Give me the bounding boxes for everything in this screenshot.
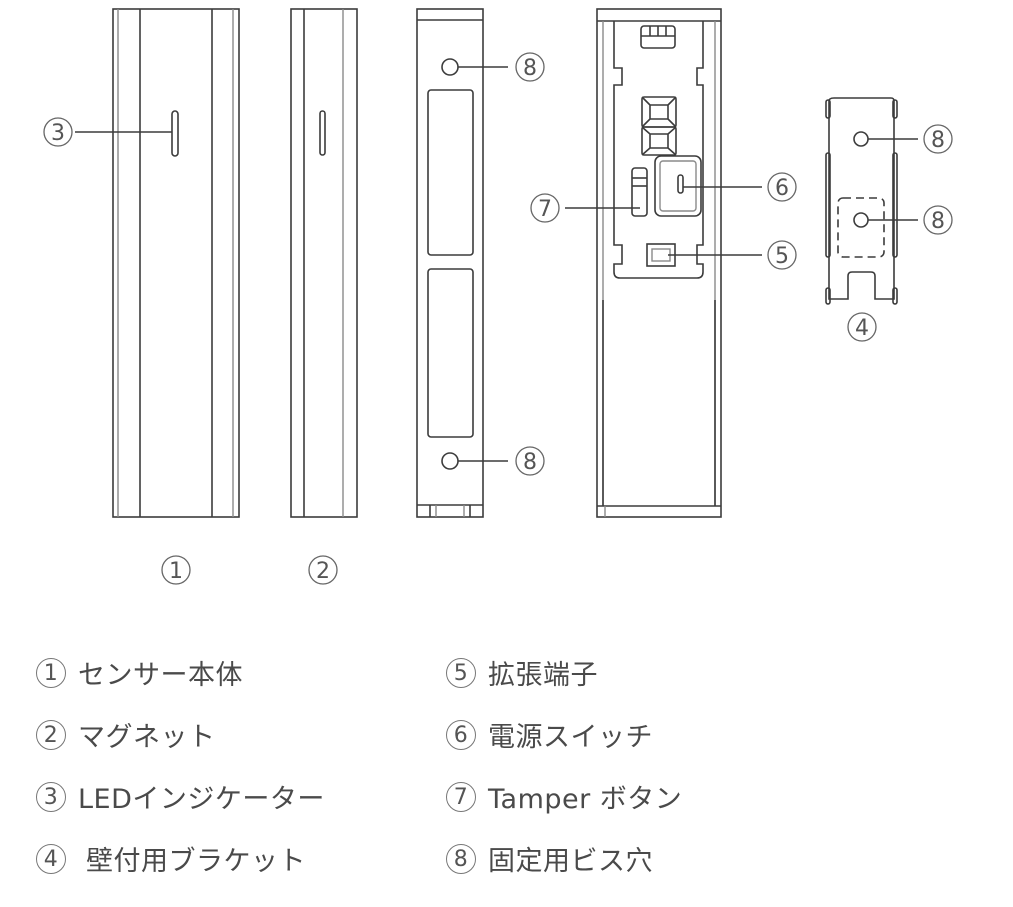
magnet-view [290,8,358,518]
svg-text:2: 2 [316,559,330,584]
callout-7: 7 [530,193,560,223]
bracket-screw-hole-icon [853,212,869,228]
callout-2: 2 [308,555,338,585]
callout-8-back-bottom: 8 [515,446,545,476]
legend-item-expansion-terminal: 5 拡張端子 [446,653,598,692]
tamper-button-icon [631,167,648,217]
legend-item-magnet: 2 マグネット [36,715,216,754]
svg-text:8: 8 [931,128,945,153]
legend-label: 拡張端子 [488,660,598,691]
legend-number: 2 [36,719,66,750]
legend-label: LEDインジケーター [78,784,325,815]
legend-label: センサー本体 [78,660,243,691]
legend-number: 4 [36,843,66,874]
legend-label: 壁付用ブラケット [86,846,306,877]
svg-text:8: 8 [523,450,537,475]
callout-8-back-top: 8 [515,52,545,82]
legend-item-led-indicator: 3 LEDインジケーター [36,777,325,816]
svg-text:3: 3 [51,121,65,146]
svg-text:7: 7 [538,197,552,222]
svg-text:6: 6 [775,176,789,201]
sensor-body-front-view [75,8,240,518]
legend-number: 7 [446,781,476,812]
callout-3: 3 [43,117,73,147]
legend-number: 8 [446,843,476,874]
legend-item-screw-hole: 8 固定用ビス穴 [446,839,653,878]
callout-8-bracket-top: 8 [923,124,953,154]
callout-4: 4 [847,312,877,342]
legend-number: 6 [446,719,476,750]
screw-hole-icon [441,58,459,76]
callout-5: 5 [767,240,797,270]
sensor-open-view [565,8,762,518]
power-switch-icon [677,174,684,194]
legend-item-sensor-body: 1 センサー本体 [36,653,243,692]
legend-item-tamper-button: 7 Tamper ボタン [446,777,682,816]
callout-6: 6 [767,172,797,202]
led-indicator-icon [171,110,179,157]
parts-diagram: 3 8 8 6 7 5 8 8 4 1 2 [43,8,953,585]
svg-text:1: 1 [169,559,183,584]
legend-label: 電源スイッチ [488,722,653,753]
legend-label: 固定用ビス穴 [488,846,653,877]
wall-bracket-view [825,97,918,305]
legend-item-wall-bracket: 4 壁付用ブラケット [36,839,306,878]
magnet-mark-icon [319,110,326,156]
legend-item-power-switch: 6 電源スイッチ [446,715,653,754]
legend-number: 1 [36,657,66,688]
svg-text:4: 4 [855,316,869,341]
power-switch-housing [654,155,702,217]
screw-hole-icon [441,452,459,470]
callout-1: 1 [161,555,191,585]
legend-number: 3 [36,781,66,812]
bracket-screw-hole-icon [853,131,869,147]
legend-number: 5 [446,657,476,688]
legend-label: Tamper ボタン [488,784,683,815]
svg-text:8: 8 [931,209,945,234]
svg-text:5: 5 [775,244,789,269]
legend-label: マグネット [78,722,216,753]
callout-8-bracket-bottom: 8 [923,205,953,235]
svg-text:8: 8 [523,56,537,81]
sensor-back-view [416,8,508,518]
